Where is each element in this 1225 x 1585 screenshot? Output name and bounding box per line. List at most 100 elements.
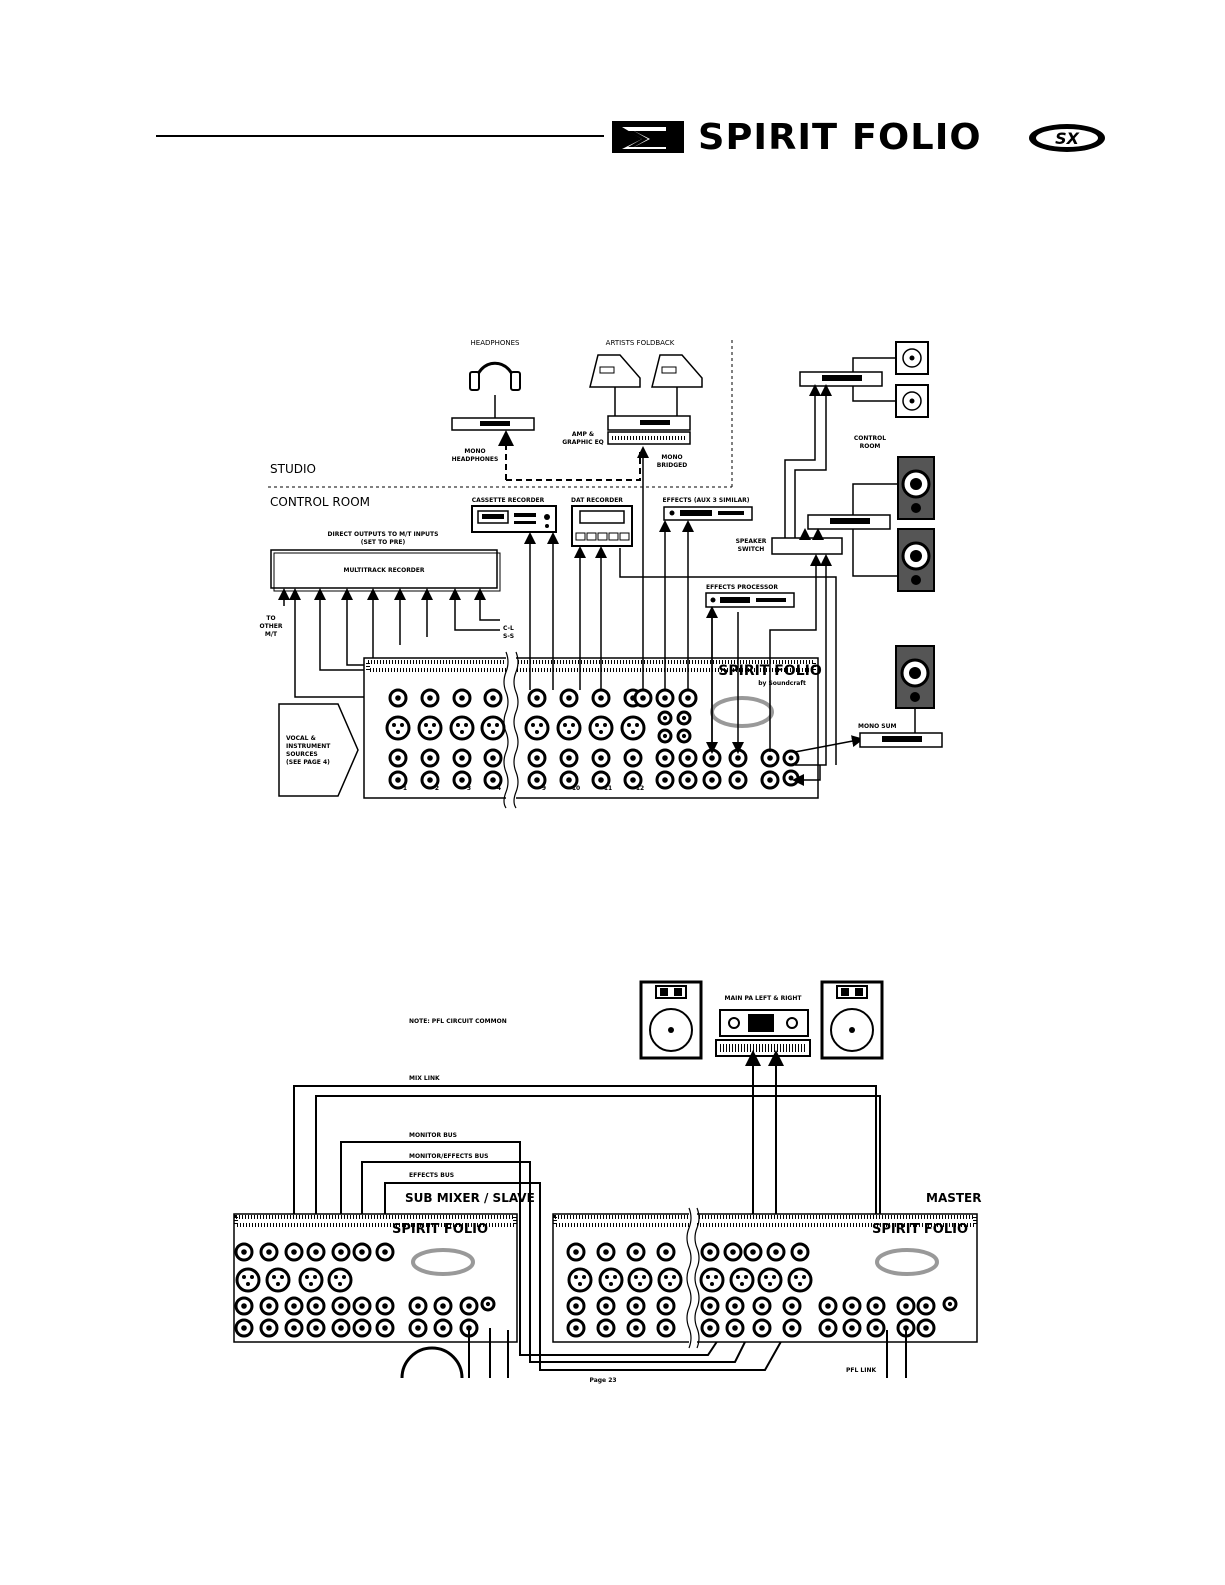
sub-xlr-input-pin	[305, 1275, 309, 1279]
xlr-input-pin	[428, 730, 432, 734]
sub-xlr-input-pin	[313, 1275, 317, 1279]
mono-sum-label: MONO SUM	[858, 723, 896, 730]
mono-bridged-label-2: BRIDGED	[657, 462, 687, 469]
amp-eq-label-2: GRAPHIC EQ	[562, 439, 604, 446]
master-line-jack-center	[903, 1325, 909, 1331]
master-out-jack-center	[735, 755, 741, 761]
master-out-jack-center	[662, 755, 668, 761]
xlr-input-pin	[396, 730, 400, 734]
sub-xlr-input-pin	[250, 1275, 254, 1279]
master-xlr-input-pin	[764, 1275, 768, 1279]
master-line-jack-center	[923, 1325, 929, 1331]
sub-xlr-input-pin	[309, 1282, 313, 1286]
master-xlr-input	[757, 1267, 783, 1293]
sub-xlr-input-pin	[342, 1275, 346, 1279]
master-xlr-input-pin	[664, 1275, 668, 1279]
master-out-jack-center	[685, 755, 691, 761]
cassette-recorder-label: CASSETTE RECORDER	[472, 497, 545, 504]
sub-insert-jack-center	[241, 1303, 247, 1309]
master-line-jack-center	[573, 1325, 579, 1331]
sub-xlr-input-pin	[280, 1275, 284, 1279]
effects-aux-label: EFFECTS (AUX 3 SIMILAR)	[663, 497, 750, 504]
channel-number-11: 11	[604, 785, 612, 792]
master-insert-jack-center	[633, 1303, 639, 1309]
channel-number-1: 1	[403, 785, 407, 792]
vocal-label-3: SOURCES	[286, 751, 318, 758]
dat-recorder-label: DAT RECORDER	[571, 497, 623, 504]
line-in-jack-center	[459, 777, 465, 783]
master-xlr-input	[598, 1267, 624, 1293]
pa-amplifier	[715, 1009, 811, 1057]
effects-processor-icon	[705, 592, 795, 608]
line-in-jack-center	[534, 777, 540, 783]
master-line-jack-center	[849, 1325, 855, 1331]
monitor-speaker-top-1	[895, 341, 929, 375]
sub-xlr-input	[327, 1267, 353, 1293]
channel-number-4: 4	[497, 785, 501, 792]
master-xlr-input-pin	[802, 1275, 806, 1279]
master-mixer-brand: SPIRIT FOLIO	[872, 1222, 968, 1237]
master-xlr-input	[567, 1267, 593, 1293]
insert-jack-center	[630, 755, 636, 761]
effects-processor-label: EFFECTS PROCESSOR	[706, 584, 778, 591]
mono-bridged-label-1: MONO	[661, 454, 682, 461]
sub-xlr-input-pin	[276, 1282, 280, 1286]
sub-insert-jack-center	[440, 1303, 446, 1309]
speaker-switch-label-1: SPEAKER	[736, 538, 767, 545]
sx-badge-text: SX	[1055, 129, 1080, 148]
xlr-input	[417, 715, 443, 741]
monitor-bus-label: MONITOR BUS	[409, 1132, 457, 1139]
direct-out-jack-center	[427, 695, 433, 701]
return-jack-center	[767, 777, 773, 783]
direct-outputs-label-1: DIRECT OUTPUTS TO M/T INPUTS	[328, 531, 439, 538]
sub-aux-jack-center	[338, 1249, 344, 1255]
master-insert-jack-center	[789, 1303, 795, 1309]
master-xlr-input-pin	[605, 1275, 609, 1279]
master-xlr-input	[657, 1267, 683, 1293]
sx-badge-icon: SX	[1029, 124, 1105, 152]
sub-xlr-input-pin	[246, 1282, 250, 1286]
insert-jack-center	[427, 755, 433, 761]
master-line-jack-center	[873, 1325, 879, 1331]
sub-insert-jack-center	[382, 1303, 388, 1309]
to-other-mt-label-1: TO	[266, 615, 275, 622]
master-insert-jack-center	[903, 1303, 909, 1309]
xlr-input	[449, 715, 475, 741]
xlr-input	[556, 715, 582, 741]
artists-foldback-label: ARTISTS FOLDBACK	[606, 339, 675, 347]
master-out-jack-center	[709, 755, 715, 761]
master-xlr-input-pin	[768, 1282, 772, 1286]
master-line-jack-center	[732, 1325, 738, 1331]
sub-aux-jack-center	[291, 1249, 297, 1255]
brand-artwork: SX	[612, 121, 1105, 153]
xlr-input-pin	[599, 730, 603, 734]
master-insert-jack-center	[849, 1303, 855, 1309]
vocal-label-1: VOCAL &	[286, 735, 316, 742]
master-line-jack-center	[633, 1325, 639, 1331]
sub-line-jack-center	[359, 1325, 365, 1331]
monitor-speaker-top-2	[895, 384, 929, 418]
xlr-input-pin	[539, 723, 543, 727]
sub-insert-jack-center	[291, 1303, 297, 1309]
direct-out-jack-center	[395, 695, 401, 701]
master-xlr-input-pin	[578, 1282, 582, 1286]
cassette-recorder-icon	[471, 505, 557, 533]
master-xlr-input	[787, 1267, 813, 1293]
master-xlr-input-pin	[668, 1282, 672, 1286]
master-aux-jack-center	[663, 1249, 669, 1255]
master-insert-jack-center	[603, 1303, 609, 1309]
sub-line-jack-center	[313, 1325, 319, 1331]
channel-number-2: 2	[435, 785, 439, 792]
master-xlr-input	[729, 1267, 755, 1293]
direct-out-jack-center	[598, 695, 604, 701]
pa-speaker-right	[820, 980, 884, 1060]
rca-jack-center	[662, 733, 668, 739]
mono-sum-amp	[859, 732, 943, 748]
channel-number-9: 9	[542, 785, 546, 792]
return-jack-center	[685, 777, 691, 783]
vocal-label-2: INSTRUMENT	[286, 743, 331, 750]
master-xlr-input-pin	[574, 1275, 578, 1279]
master-phones-jack-center	[947, 1301, 953, 1307]
xlr-input-pin	[567, 730, 571, 734]
